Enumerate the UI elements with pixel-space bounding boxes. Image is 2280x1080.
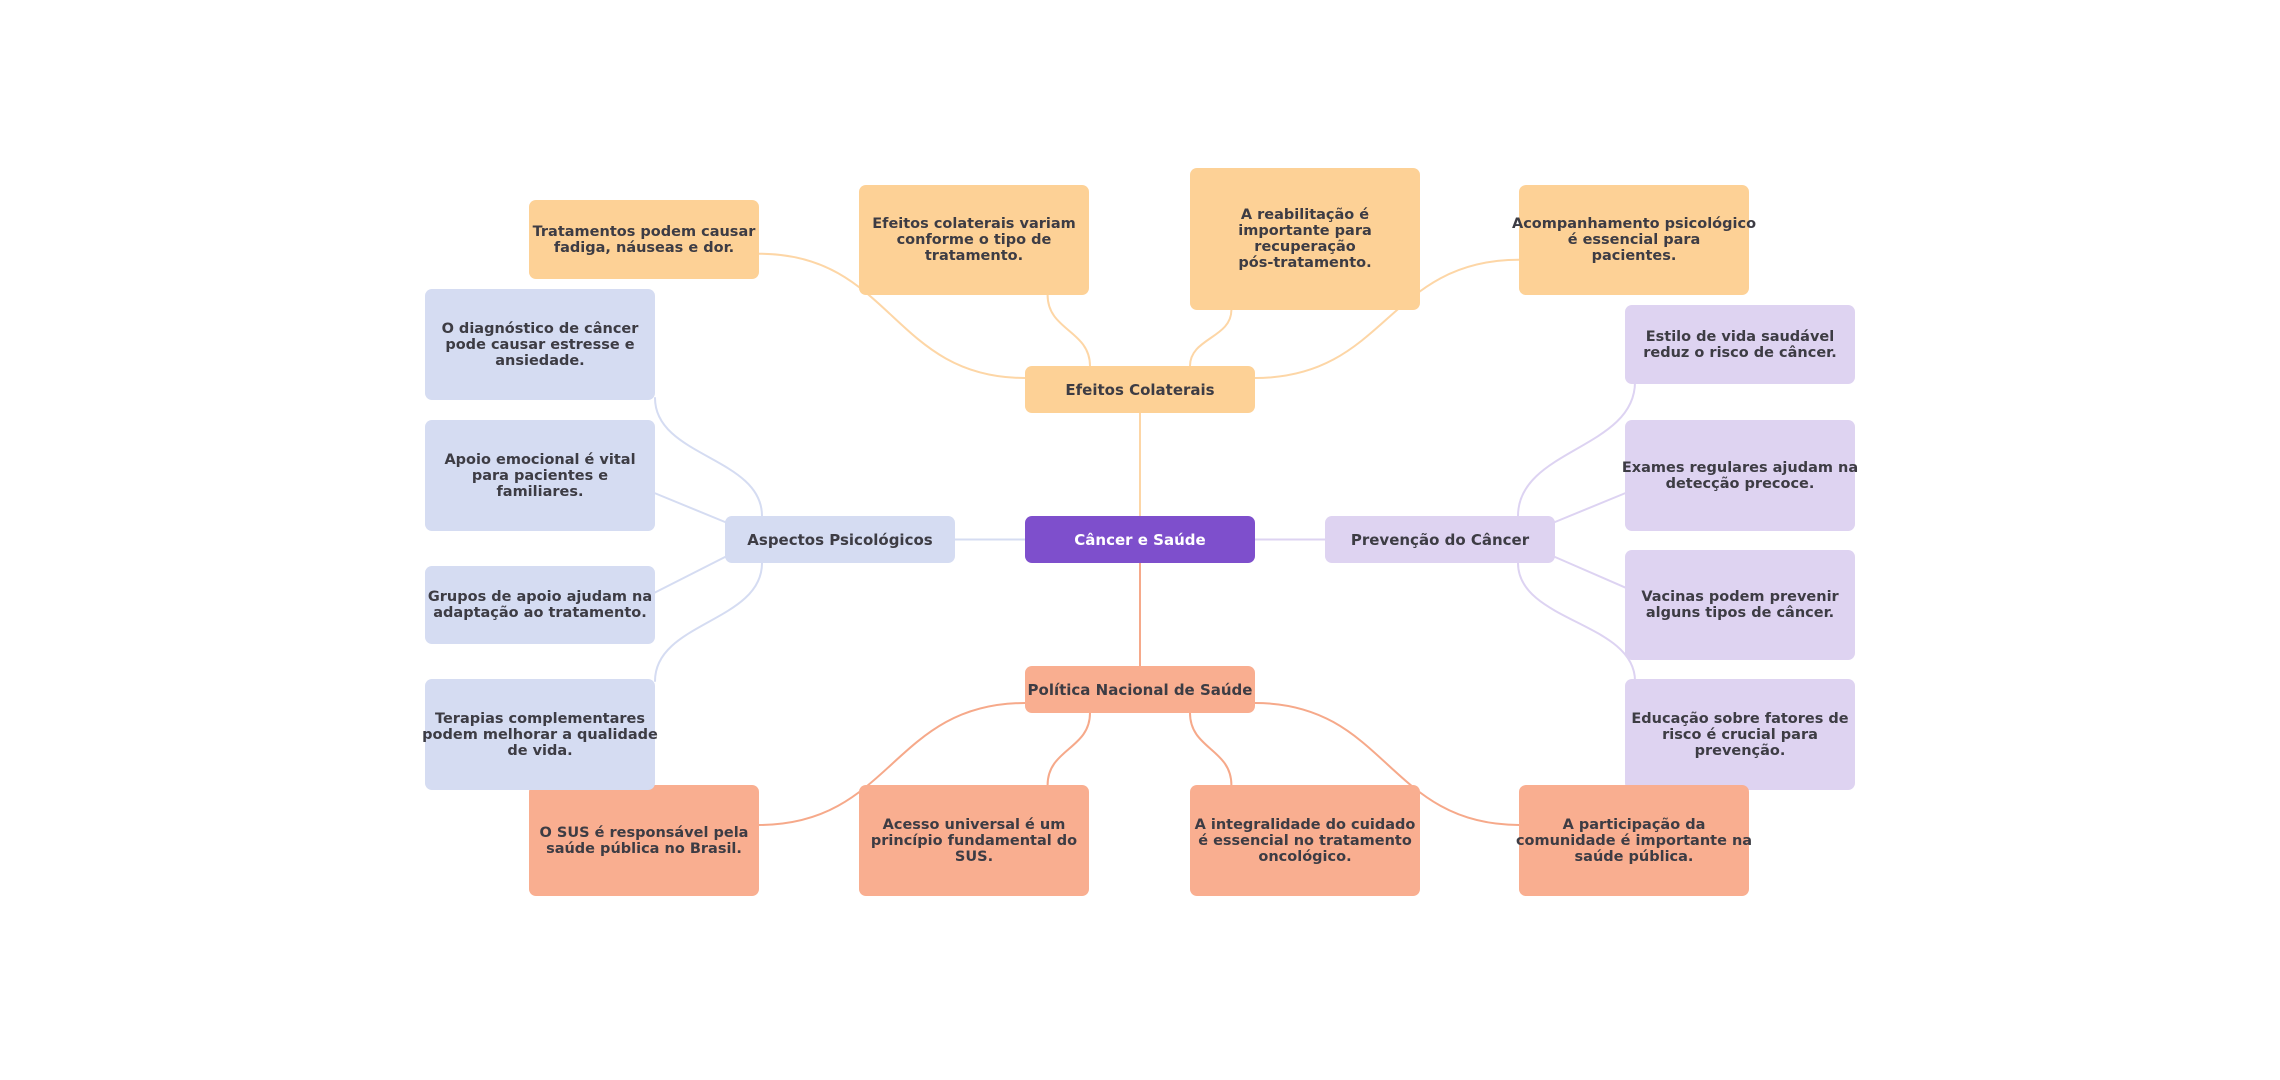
leaf-node[interactable]: Acompanhamento psicológico é essencial p…	[1512, 185, 1756, 295]
edge-efeitos-child	[758, 252, 1026, 379]
leaf-node[interactable]: Exames regulares ajudam na detecção prec…	[1621, 420, 1859, 531]
branch-node-prevencao[interactable]: Prevenção do Câncer	[1325, 516, 1555, 563]
leaf-text: Terapias complementares podem melhorar a…	[422, 710, 658, 759]
leaf-node[interactable]: Apoio emocional é vital para pacientes e…	[425, 420, 655, 531]
leaf-text: A integralidade do cuidado é essencial n…	[1194, 816, 1416, 865]
leaf-node[interactable]: Efeitos colaterais variam conforme o tip…	[859, 185, 1089, 295]
edge-politica-child	[1254, 702, 1520, 826]
leaf-node[interactable]: Educação sobre fatores de risco é crucia…	[1625, 679, 1855, 790]
leaf-node[interactable]: A reabilitação é importante para recuper…	[1190, 168, 1420, 310]
edge-politica-child	[758, 702, 1026, 826]
branch-label: Aspectos Psicológicos	[747, 530, 933, 549]
edge-aspectos-child	[654, 492, 726, 523]
leaf-text: Exames regulares ajudam na detecção prec…	[1621, 459, 1859, 492]
edge-efeitos-child	[1254, 258, 1520, 379]
edge-politica-child	[1189, 712, 1233, 786]
branch-label: Prevenção do Câncer	[1350, 530, 1530, 549]
leaf-text: Grupos de apoio ajudam na adaptação ao t…	[427, 589, 653, 621]
branch-label: Política Nacional de Saúde	[1027, 680, 1253, 699]
leaf-text: Apoio emocional é vital para pacientes e…	[444, 451, 636, 500]
leaf-text: A participação da comunidade é important…	[1515, 816, 1753, 865]
edge-prevencao-child	[1517, 381, 1636, 517]
leaf-node[interactable]: Tratamentos podem causar fadiga, náuseas…	[529, 200, 759, 279]
branch-node-efeitos-colaterais[interactable]: Efeitos Colaterais	[1025, 366, 1255, 413]
leaf-node[interactable]: A participação da comunidade é important…	[1515, 785, 1753, 896]
leaf-text: O SUS é responsável pela saúde pública n…	[539, 824, 749, 857]
edge-efeitos-child	[1046, 294, 1091, 367]
edge-efeitos-child	[1189, 309, 1233, 367]
leaf-node[interactable]: A integralidade do cuidado é essencial n…	[1190, 785, 1420, 896]
leaf-node[interactable]: Acesso universal é um princípio fundamen…	[859, 785, 1089, 896]
branch-label: Efeitos Colaterais	[1065, 380, 1215, 399]
edge-prevencao-child	[1554, 556, 1626, 589]
leaf-text: Vacinas podem prevenir alguns tipos de c…	[1641, 589, 1839, 621]
leaf-text: O diagnóstico de câncer pode causar estr…	[441, 320, 639, 369]
leaf-text: Acompanhamento psicológico é essencial p…	[1511, 216, 1757, 264]
edge-prevencao-child	[1517, 562, 1636, 682]
leaf-text: Estilo de vida saudável reduz o risco de…	[1643, 328, 1837, 361]
edge-aspectos-child	[654, 562, 763, 682]
edge-politica-child	[1046, 712, 1091, 786]
leaf-text: Educação sobre fatores de risco é crucia…	[1631, 710, 1849, 759]
leaf-text: Efeitos colaterais variam conforme o tip…	[872, 216, 1076, 264]
branch-node-politica-nacional[interactable]: Política Nacional de Saúde	[1025, 666, 1255, 713]
edge-prevencao-child	[1554, 492, 1626, 523]
leaf-node[interactable]: Grupos de apoio ajudam na adaptação ao t…	[425, 566, 655, 644]
leaf-node[interactable]: Terapias complementares podem melhorar a…	[422, 679, 658, 790]
leaf-node[interactable]: Vacinas podem prevenir alguns tipos de c…	[1625, 550, 1855, 660]
leaf-node[interactable]: O diagnóstico de câncer pode causar estr…	[425, 289, 655, 400]
leaf-text: Tratamentos podem causar fadiga, náuseas…	[532, 223, 756, 256]
leaf-node[interactable]: O SUS é responsável pela saúde pública n…	[529, 785, 759, 896]
leaf-text: Acesso universal é um princípio fundamen…	[870, 816, 1078, 865]
root-node[interactable]: Câncer e Saúde	[1025, 516, 1255, 563]
leaf-node[interactable]: Estilo de vida saudável reduz o risco de…	[1625, 305, 1855, 384]
edge-aspectos-child	[654, 556, 726, 594]
branch-node-aspectos-psicologicos[interactable]: Aspectos Psicológicos	[725, 516, 955, 563]
leaf-text: A reabilitação é importante para recuper…	[1238, 207, 1372, 271]
edge-aspectos-child	[654, 397, 763, 517]
root-node-label: Câncer e Saúde	[1074, 530, 1206, 549]
